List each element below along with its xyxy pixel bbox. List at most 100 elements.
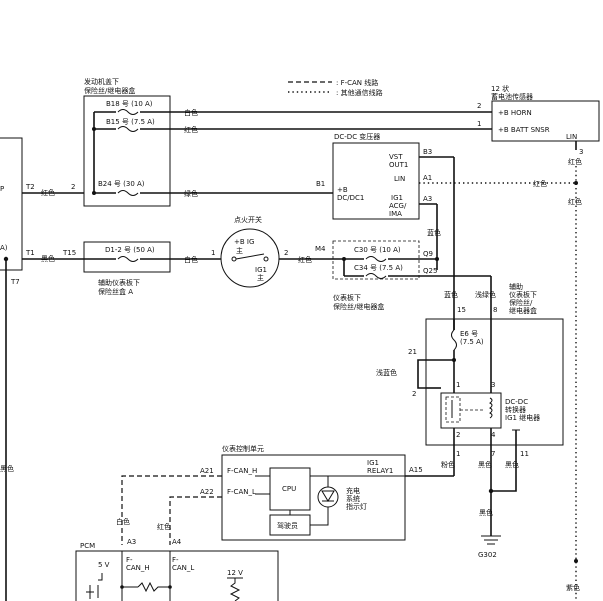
pcm-5v: 5 V (98, 561, 110, 569)
ground-g302-icon (481, 535, 501, 545)
pin-a21: A21 (200, 467, 214, 475)
ipcu-title: 仪表控制单元 (222, 444, 264, 453)
pin-b1: B1 (316, 180, 325, 188)
wire-a1-color: 红色 (533, 179, 547, 188)
aux-box-title2: 仪表板下 (509, 290, 537, 299)
pin-batt-1: 1 (477, 120, 481, 128)
relay-title1: DC-DC (505, 398, 528, 406)
pin-m4: M4 (315, 245, 326, 253)
dash-box-title1: 仪表板下 (333, 293, 361, 302)
pin-a22: A22 (200, 488, 214, 496)
wire-15-color: 蓝色 (444, 290, 458, 299)
ignition-switch (220, 228, 280, 288)
aux-fuse-a-title2: 保险丝盒 A (98, 287, 133, 296)
ignition-main2: 主 (257, 273, 264, 282)
lin-wire-color-top: 红色 (568, 157, 582, 166)
horn-pin-label: +B HORN (498, 109, 532, 117)
legend-other-label: : 其他通信线路 (336, 88, 383, 97)
ipcu-ig1: IG1 (367, 459, 379, 467)
relay-pin-1: 1 (456, 381, 460, 389)
fuse-c34-label: C34 号 (7.5 A) (354, 264, 403, 272)
pin-a4-pcm: A4 (172, 538, 182, 546)
pin-t15: T15 (62, 249, 76, 257)
fuse-c34-symbol (365, 273, 387, 279)
wire-8-color: 浅绿色 (475, 290, 496, 299)
pin-7: 7 (491, 450, 495, 458)
dash-box-title2: 保险丝/继电器盒 (333, 302, 384, 311)
pin-15: 15 (457, 306, 466, 314)
ipcu-fcanh: F-CAN_H (227, 467, 257, 475)
wire-fcanl-color: 红色 (157, 522, 171, 531)
ground-label: G302 (478, 551, 497, 559)
wire-light-blue-loop (417, 359, 426, 389)
fuse-b15-symbol (117, 126, 139, 132)
ig1-relay-box (440, 392, 502, 429)
cpu-label: CPU (282, 485, 296, 493)
dcdc-ima: IMA (389, 210, 402, 218)
junction-c30 (342, 257, 346, 261)
battery-sensor-title: 蓄电池传感器 (491, 92, 533, 101)
relay-pin-4: 4 (491, 431, 496, 439)
wire-horn-color: 白色 (184, 108, 198, 117)
wire-11-color: 黑色 (505, 460, 519, 469)
pcm-fcanl-2: CAN_L (172, 564, 194, 572)
underhood-box-title2: 保险丝/继电器盒 (84, 86, 135, 95)
relay-switch-area (445, 396, 461, 423)
wire-fcan-l (169, 496, 222, 545)
junction-bus-b15 (92, 127, 96, 131)
ig-contact-2 (263, 256, 269, 262)
junction-t1 (3, 256, 9, 262)
wire-a3-color: 蓝色 (427, 228, 441, 237)
fuse-b15-label: B15 号 (7.5 A) (106, 118, 155, 126)
relay-pin-3: 3 (491, 381, 495, 389)
batt-snsr-pin-label: +B BATT SNSR (498, 126, 550, 134)
aux-box-title1: 辅助 (509, 282, 523, 291)
charge-lamp-label3: 指示灯 (346, 502, 367, 511)
wire-ig-out-color: 红色 (298, 255, 312, 264)
wire-a15-color: 粉色 (441, 460, 455, 469)
left-unit-box (0, 137, 23, 271)
pin-ig-2: 2 (284, 249, 288, 257)
wire-t2-color: 红色 (41, 188, 55, 197)
pin-a15: A15 (409, 466, 423, 474)
wire-batt-color: 红色 (184, 125, 198, 134)
pin-ig-1: 1 (211, 249, 215, 257)
pcm-resistor-icon (137, 581, 170, 593)
battery-sensor-pins: 12 状 (491, 84, 509, 93)
pin-q25: Q25 (423, 267, 437, 275)
pcm-title: PCM (80, 542, 95, 550)
fuse-d12-label: D1-2 号 (50 A) (105, 246, 155, 254)
fuse-d12-symbol (117, 256, 139, 262)
junction-bus-b24 (92, 191, 96, 195)
charge-lamp-diode (321, 490, 335, 502)
fuse-e6-label2: (7.5 A) (460, 338, 484, 346)
wire-ground-color: 黑色 (479, 508, 493, 517)
dcdc-acg: ACG/ (389, 202, 407, 210)
pin-underhood-2: 2 (71, 183, 75, 191)
junction-ground (488, 488, 494, 494)
legend: : F-CAN 线路 : 其他通信线路 (288, 78, 383, 97)
pin-1-bottom: 1 (456, 450, 460, 458)
relay-title2: 转换器 (505, 405, 526, 414)
pin-2: 2 (412, 390, 416, 398)
pcm-12v: 12 V (227, 569, 243, 577)
left-unit-pin-t1-mark: A) (0, 244, 8, 252)
pcm-box (75, 550, 279, 601)
pin-t1: T1 (25, 249, 35, 257)
dcdc-ig1: IG1 (391, 194, 403, 202)
dcdc-converter-box (332, 142, 420, 220)
lin-wire-color-mid: 红色 (568, 197, 582, 206)
dcdc-dcdc1: DC/DC1 (337, 194, 364, 202)
charge-indicator-lamp-icon (317, 486, 339, 508)
pin-t2: T2 (25, 183, 35, 191)
charge-lamp-label1: 充电 (346, 486, 360, 495)
left-unit-pin-t2-mark: P (0, 185, 4, 193)
dcdc-lin: LIN (394, 175, 405, 183)
fuse-e6-symbol (451, 329, 457, 351)
fuse-e6-label1: E6 号 (460, 330, 478, 338)
underhood-box-title1: 发动机盖下 (84, 77, 119, 86)
aux-fuse-a-title1: 辅助仪表板下 (98, 278, 140, 287)
driver-label: 驾驶员 (277, 521, 298, 530)
dash-fuse-box (332, 240, 420, 280)
